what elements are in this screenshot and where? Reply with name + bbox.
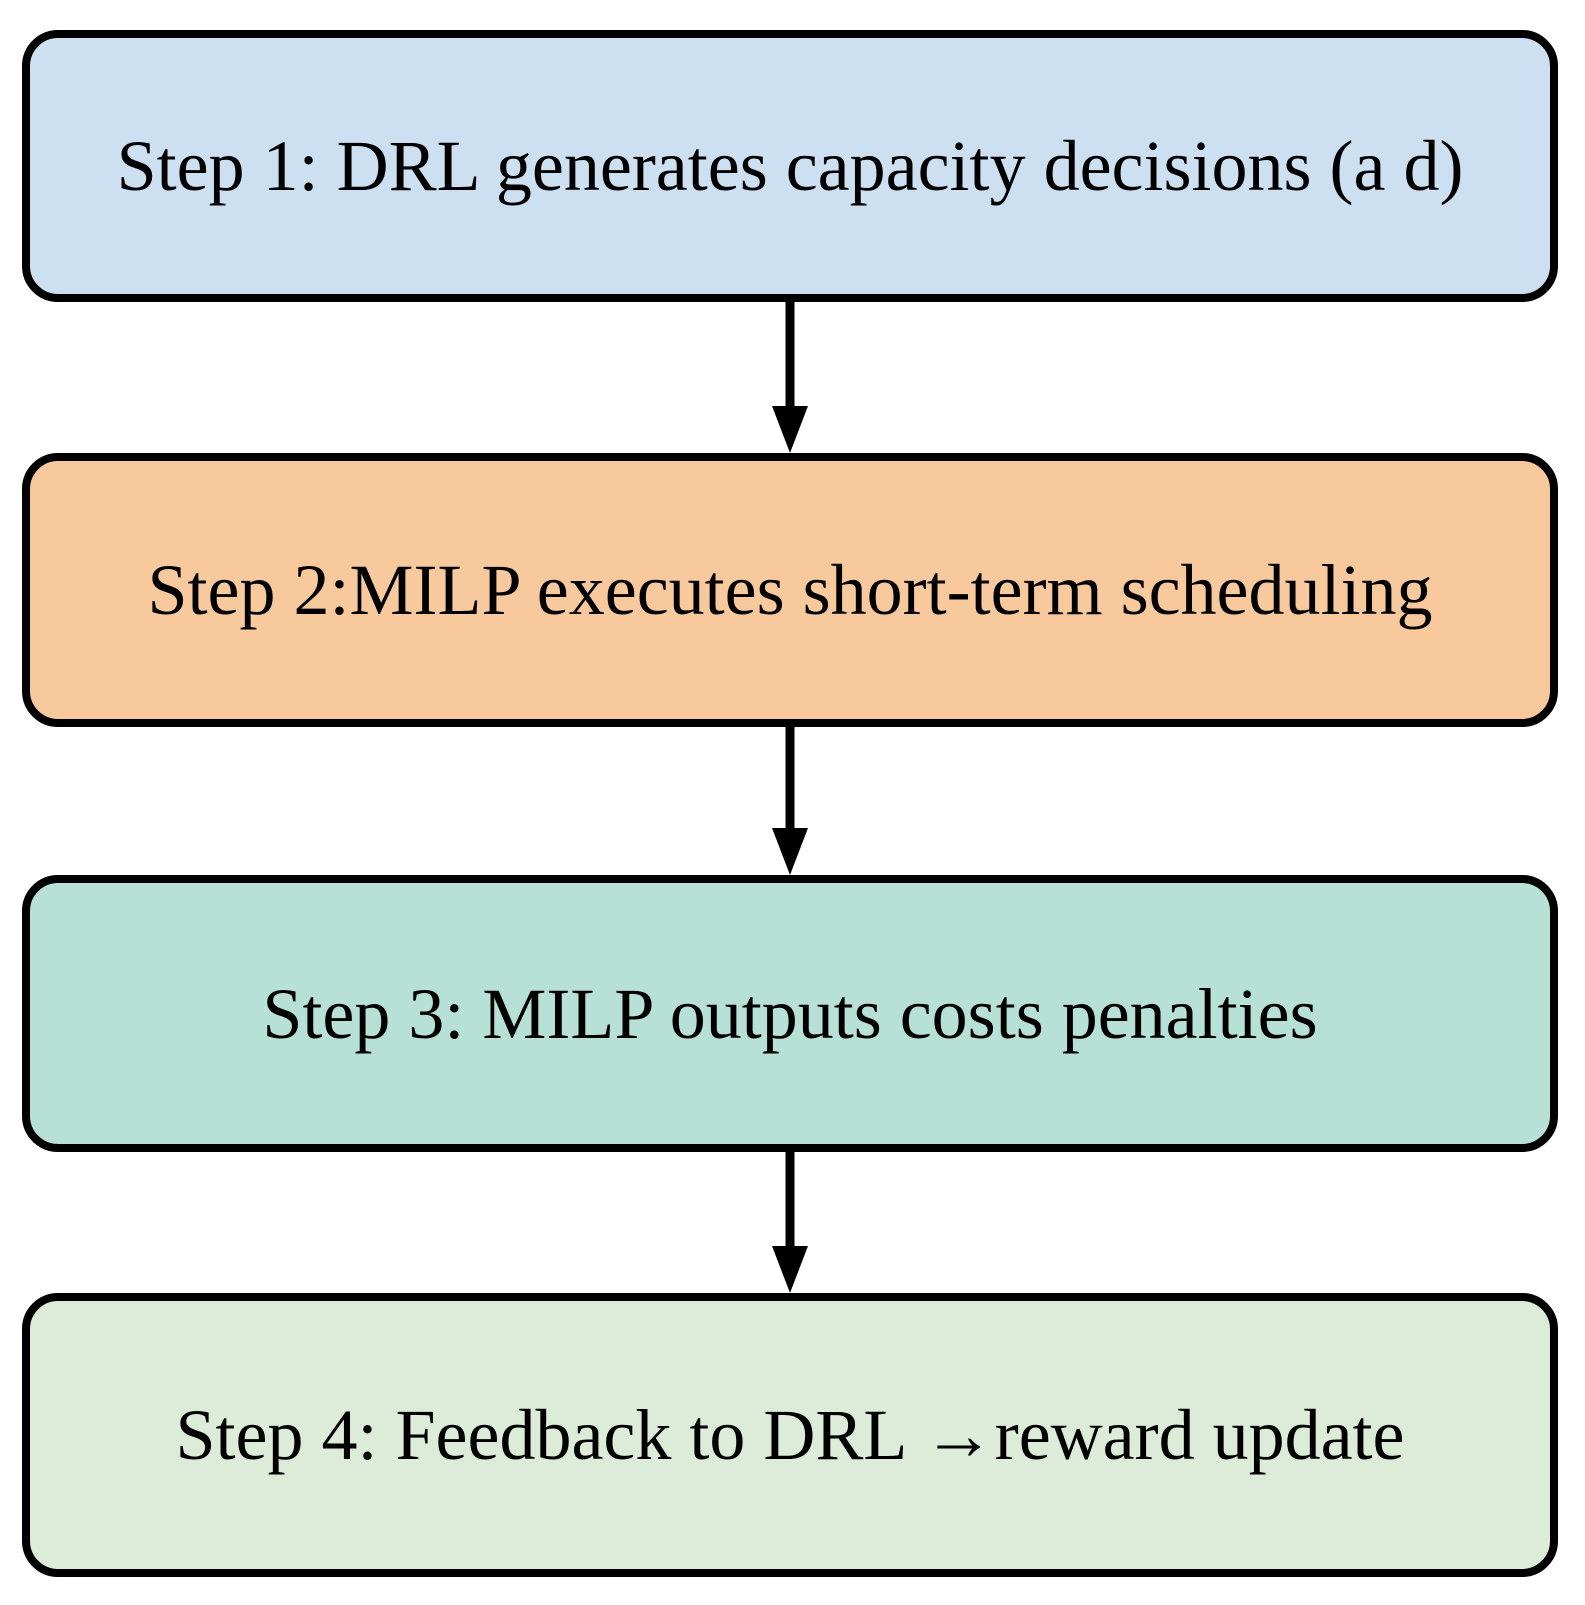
down-arrow-connector-2 bbox=[768, 727, 812, 875]
step-3-label: Step 3: MILP outputs costs penalties bbox=[262, 973, 1318, 1054]
down-arrow-icon bbox=[772, 302, 808, 453]
step-1-box: Step 1: DRL generates capacity decisions… bbox=[22, 30, 1558, 302]
down-arrow-icon bbox=[772, 1152, 808, 1293]
step-2-box: Step 2:MILP executes short-term scheduli… bbox=[22, 453, 1558, 727]
step-1-label: Step 1: DRL generates capacity decisions… bbox=[116, 126, 1464, 206]
step-4-label: Step 4: Feedback to DRL →reward update bbox=[175, 1395, 1405, 1475]
down-arrow-connector-3 bbox=[768, 1152, 812, 1293]
down-arrow-icon bbox=[772, 727, 808, 875]
down-arrow-connector-1 bbox=[768, 302, 812, 453]
step-2-label: Step 2:MILP executes short-term scheduli… bbox=[147, 550, 1433, 630]
step-4-box: Step 4: Feedback to DRL →reward update bbox=[22, 1293, 1558, 1577]
step-3-box: Step 3: MILP outputs costs penalties bbox=[22, 875, 1558, 1152]
